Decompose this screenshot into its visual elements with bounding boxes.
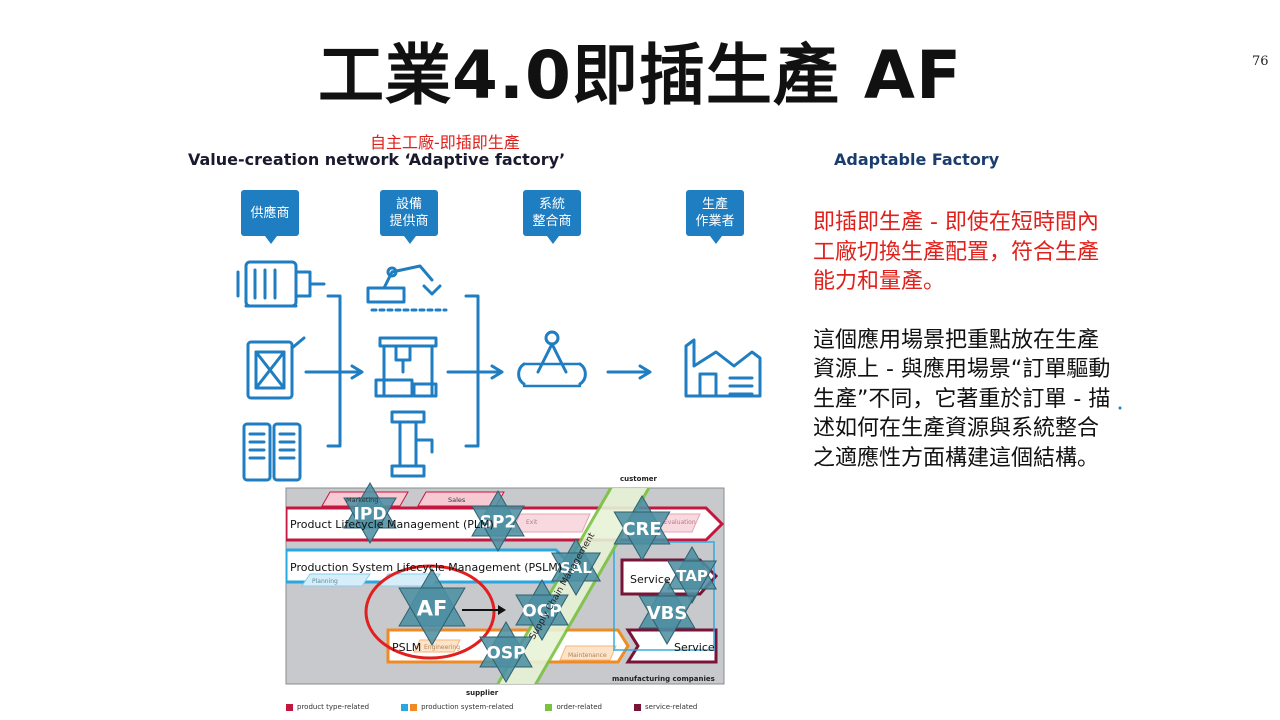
storage-rack-icon (242, 422, 302, 482)
factory-icon (684, 338, 762, 398)
lane-pslm-short-label: PSLM (392, 641, 421, 654)
star-label-sal: SAL (560, 559, 592, 577)
star-cre: CRE (613, 494, 671, 562)
motor-icon (236, 260, 326, 308)
compass-icon (517, 330, 587, 388)
canister-icon (246, 336, 306, 400)
service-lane-lower (625, 628, 718, 664)
star-label-vbs: VBS (647, 603, 688, 624)
legend-item-product: product type-related (286, 703, 369, 711)
role-supplier: 供應商 (241, 190, 299, 244)
text-panel: 即插即生產 - 即使在短時間內工廠切換生產配置，符合生產能力和量產。 這個應用場… (813, 208, 1113, 473)
diagram-legend: product type-related production system-r… (286, 703, 729, 711)
star-label-af: AF (417, 596, 448, 620)
figure-right-title: Adaptable Factory (834, 150, 1000, 169)
small-planning: Planning (312, 578, 338, 585)
legend-item-service: service-related (634, 703, 697, 711)
star-ipd: IPD (343, 482, 397, 544)
lane-plm-label: Product Lifecycle Management (PLM) (290, 518, 494, 531)
red-paragraph: 即插即生產 - 即使在短時間內工廠切換生產配置，符合生產能力和量產。 (813, 210, 1100, 294)
black-paragraph: 這個應用場景把重點放在生產資源上 - 與應用場景“訂單驅動生產”不同，它著重於訂… (813, 327, 1111, 471)
star-label-cre: CRE (622, 519, 661, 540)
role-production-operator: 生產 作業者 (686, 190, 744, 244)
legend-item-order: order-related (545, 703, 602, 711)
label-manufacturing: manufacturing companies (612, 675, 715, 683)
lane-pslm-label: Production System Lifecycle Management (… (290, 561, 562, 574)
star-label-ocp: OCP (522, 602, 561, 622)
small-exit: Exit (526, 519, 538, 526)
af-highlight-circle (364, 564, 496, 660)
small-evaluation: Evaluation (664, 519, 696, 526)
figure-subtitle: 自主工廠-即插即生產 (370, 133, 520, 152)
label-supplier: supplier (466, 689, 499, 697)
star-vbs: VBS (638, 578, 696, 646)
service-label-2: Service (674, 641, 715, 654)
star-label-sp2: SP2 (480, 513, 517, 533)
legend-item-production: production system-related (401, 703, 513, 711)
star-label-tap: TAP (676, 567, 708, 585)
star-label-osp: OSP (486, 644, 525, 664)
valve-icon (390, 410, 434, 478)
star-sal: SAL (550, 537, 602, 597)
star-osp: OSP (479, 621, 533, 683)
role-system-integrator: 系統 整合商 (523, 190, 581, 244)
service-label-1: Service (630, 573, 671, 586)
figure-title: Value-creation network ‘Adaptive factory… (188, 150, 566, 169)
star-label-ipd: IPD (354, 505, 387, 525)
page-number: 76 (1252, 54, 1269, 69)
label-customer: customer (620, 475, 657, 483)
robot-arm-icon (366, 264, 448, 312)
role-equipment-provider: 設備 提供商 (380, 190, 438, 244)
star-sp2: SP2 (471, 490, 525, 552)
small-marketing: Marketing (346, 496, 378, 504)
small-sales: Sales (448, 496, 466, 504)
star-af: AF (398, 567, 466, 647)
star-ocp: OCP (515, 579, 569, 641)
press-machine-icon (374, 336, 438, 398)
slide-title: 工業4.0即插生產 AF (317, 37, 963, 114)
small-engineering: Engineering (424, 644, 460, 651)
star-tap: TAP (666, 545, 718, 605)
small-maintenance: Maintenance (568, 652, 607, 659)
